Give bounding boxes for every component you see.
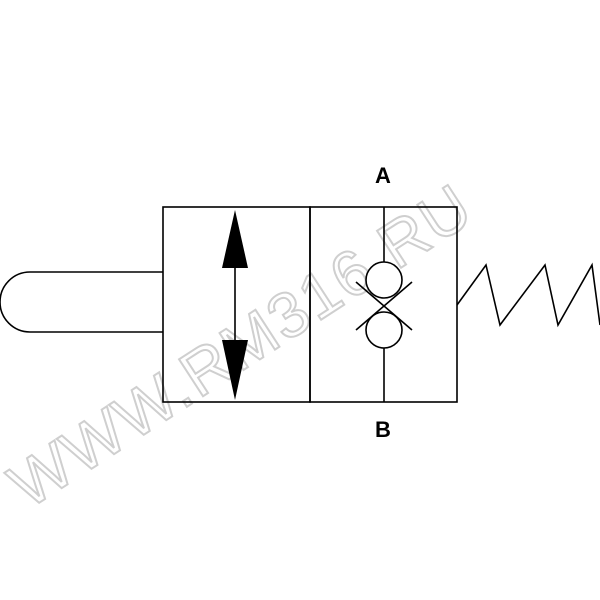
push-button-actuator-icon <box>0 271 163 333</box>
double-check-valve-icon <box>355 207 413 402</box>
bidirectional-arrow-icon <box>222 210 248 400</box>
port-label-a: A <box>375 163 391 188</box>
port-label-b: B <box>375 417 391 442</box>
spring-return-icon <box>456 262 600 328</box>
